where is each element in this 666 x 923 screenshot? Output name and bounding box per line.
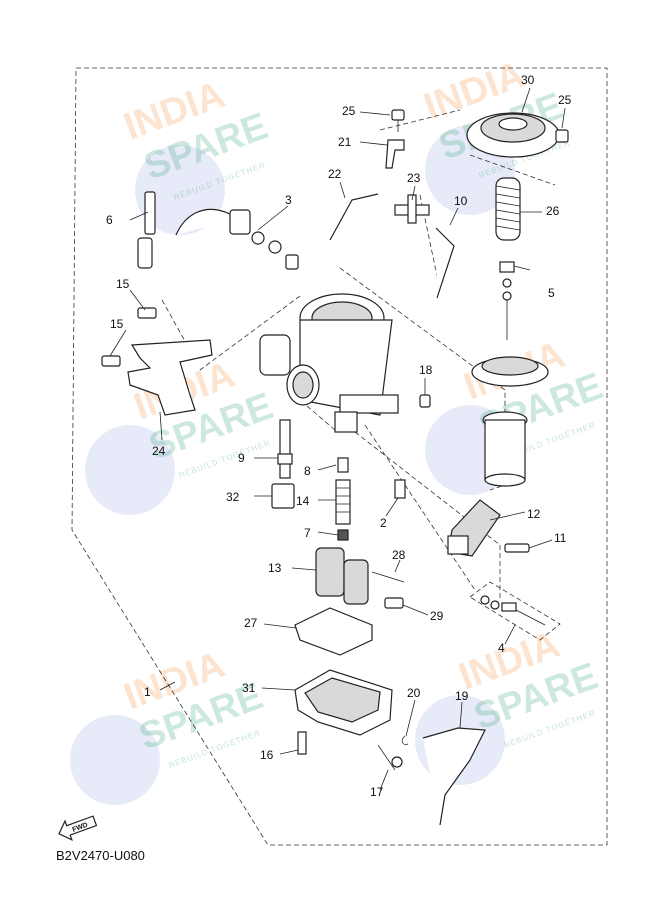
callout-labels: 30 25 25 21 22 23 10 26 3 6 5 15 15 18 2… [106, 73, 572, 799]
part-15-screw-upper [137, 307, 157, 319]
part-19-drain-hose [422, 727, 486, 826]
watermark-bottom-left: INDIA SPARE REBUILD TOGETHER [70, 644, 268, 805]
callout-6: 6 [106, 213, 113, 227]
callout-7: 7 [304, 526, 311, 540]
part-17-drain-screw [377, 744, 403, 771]
part-28-float-pin [371, 571, 405, 583]
part-4-pilot-screw-set [469, 581, 561, 641]
part-25-screw-right [555, 129, 569, 143]
callout-9: 9 [238, 451, 245, 465]
callout-1: 1 [144, 685, 151, 699]
part-5-jet-needle [499, 261, 515, 340]
part-21-bracket [385, 139, 405, 169]
part-16-screw [297, 731, 307, 755]
part-3-fuel-hose [175, 208, 299, 270]
callout-24: 24 [152, 444, 166, 458]
callout-17: 17 [370, 785, 384, 799]
part-1-leader [159, 681, 176, 691]
fwd-arrow-icon: FWD [58, 815, 98, 841]
callout-14: 14 [296, 494, 310, 508]
callout-29: 29 [430, 609, 444, 623]
callout-19: 19 [455, 689, 469, 703]
callout-28: 28 [392, 548, 406, 562]
part-6-throttle-stop-screw [137, 191, 156, 269]
callout-10: 10 [454, 194, 468, 208]
part-23-joint [394, 194, 430, 224]
part-14-main-nozzle [335, 479, 351, 525]
callout-27: 27 [244, 616, 258, 630]
part-20-clip [401, 735, 409, 745]
diagram-code: B2V2470-U080 [56, 848, 145, 863]
part-24-throttle-bracket [127, 339, 213, 416]
part-9-needle-jet [277, 419, 293, 479]
callout-11: 11 [554, 531, 567, 545]
part-25-screw-left [391, 109, 405, 132]
callout-32: 32 [226, 490, 240, 504]
callout-30: 30 [521, 73, 535, 87]
part-18-screw [419, 394, 431, 408]
callout-26: 26 [546, 204, 560, 218]
callout-23: 23 [407, 171, 421, 185]
watermark-top-left: INDIA SPARE REBUILD TOGETHER [119, 74, 273, 235]
callout-25-right: 25 [558, 93, 572, 107]
part-13-float [315, 547, 369, 605]
piston-valve [482, 411, 528, 487]
callout-22: 22 [328, 167, 342, 181]
callout-8: 8 [304, 464, 311, 478]
diaphragm [471, 356, 549, 387]
callout-16: 16 [260, 748, 274, 762]
part-26-spring [495, 177, 521, 241]
part-22-vent-hose [329, 193, 379, 241]
callout-12: 12 [527, 507, 541, 521]
part-12-starter-plunger [447, 499, 501, 557]
part-8-pilot-jet [337, 457, 349, 473]
carburetor-body [259, 293, 399, 433]
callout-20: 20 [407, 686, 421, 700]
part-29-screw [384, 597, 404, 609]
part-30-top-cover [466, 112, 560, 158]
assembly-boundary [71, 67, 608, 846]
part-27-float-chamber-gasket [294, 607, 373, 656]
callout-18: 18 [419, 363, 433, 377]
part-32-holder [271, 483, 295, 509]
part-10-overflow-hose [435, 227, 455, 299]
callout-5: 5 [548, 286, 555, 300]
part-15-screw-lower [101, 355, 121, 367]
callout-21: 21 [338, 135, 352, 149]
leader-lines [109, 87, 566, 791]
callout-3: 3 [285, 193, 292, 207]
part-11-screw [504, 543, 530, 553]
part-7-main-jet [337, 529, 349, 541]
part-2-starter-jet [394, 479, 406, 499]
callout-4: 4 [498, 641, 505, 655]
callout-31: 31 [242, 681, 256, 695]
callout-13: 13 [268, 561, 282, 575]
callout-15-upper: 15 [116, 277, 130, 291]
callout-15-lower: 15 [110, 317, 124, 331]
callout-2: 2 [380, 516, 387, 530]
callout-25-left: 25 [342, 104, 356, 118]
part-31-float-chamber [294, 669, 393, 736]
